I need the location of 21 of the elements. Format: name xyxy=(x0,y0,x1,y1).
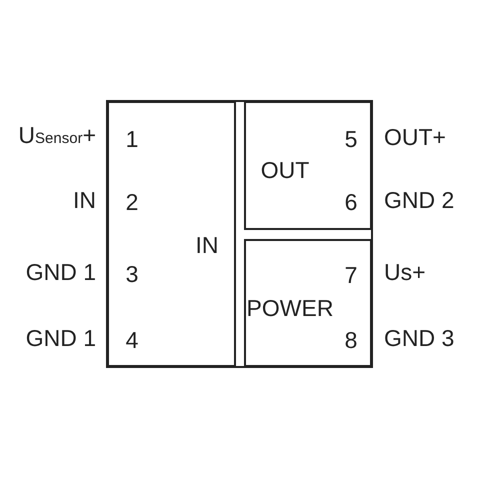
terminal-block xyxy=(244,239,372,367)
pin-number: 1 xyxy=(126,126,138,152)
signal-name: Us+ xyxy=(384,259,426,285)
pin-number: 3 xyxy=(126,261,138,287)
pin-number: 4 xyxy=(126,327,138,353)
pin-number: 7 xyxy=(344,262,358,288)
terminal-block xyxy=(244,101,372,230)
signal-name: GND 1 xyxy=(26,259,96,285)
pin-number: 8 xyxy=(344,327,358,353)
signal-name: GND 3 xyxy=(384,325,454,351)
signal-name: OUT+ xyxy=(384,124,446,150)
terminal-block xyxy=(107,101,236,367)
block-label: IN xyxy=(196,232,218,258)
pin-number: 2 xyxy=(126,189,138,215)
signal-name: GND 2 xyxy=(384,187,454,213)
signal-name: GND 1 xyxy=(26,325,96,351)
signal-name: IN xyxy=(73,187,96,213)
pin-number: 6 xyxy=(344,189,358,215)
block-label: OUT xyxy=(260,157,310,183)
pin-number: 5 xyxy=(344,126,358,152)
block-label: POWER xyxy=(246,295,334,321)
